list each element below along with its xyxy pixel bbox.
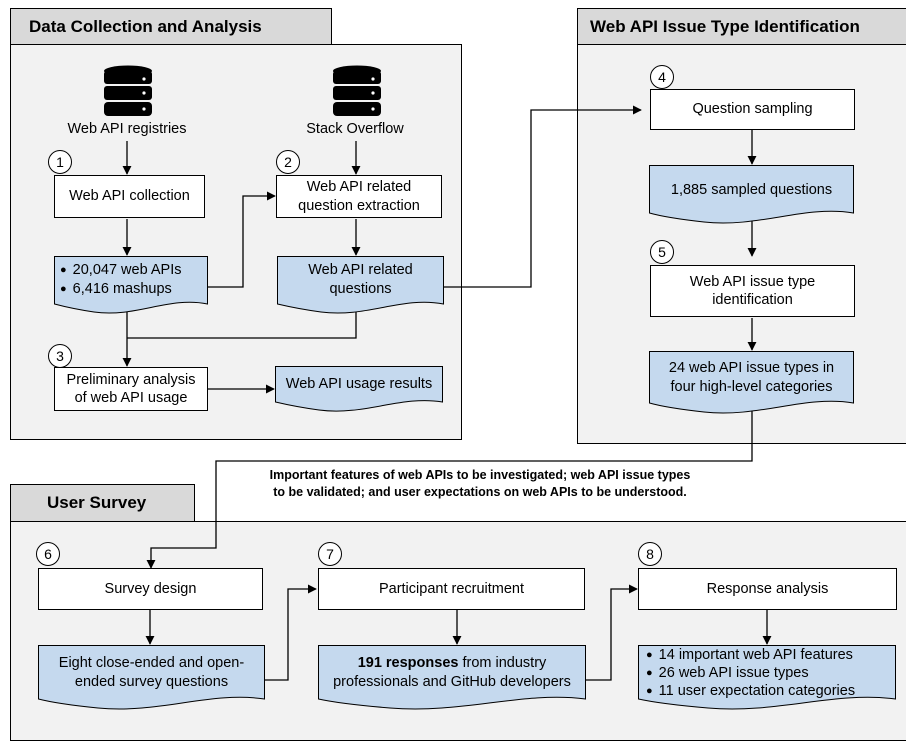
response-analysis-box: Response analysis xyxy=(638,568,897,610)
responses-line2: professionals and GitHub developers xyxy=(333,674,571,690)
related-questions-line1: Web API related xyxy=(308,262,413,279)
survey-design-label: Survey design xyxy=(104,580,197,597)
step-number-6: 6 xyxy=(36,542,60,566)
preliminary-analysis-box: Preliminary analysis of web API usage xyxy=(54,367,208,411)
survey-design-box: Survey design xyxy=(38,568,263,610)
data-collection-title: Data Collection and Analysis xyxy=(10,8,332,45)
survey-questions-line2: ended survey questions xyxy=(74,674,229,690)
issue-types-doc: 24 web API issue types in four high-level… xyxy=(649,351,854,415)
usage-results-doc: Web API usage results xyxy=(275,366,443,412)
issue-identification-line2: identification xyxy=(712,292,793,308)
issue-type-title: Web API Issue Type Identification xyxy=(577,8,906,45)
arrow-responses-to-analysis xyxy=(586,584,638,681)
preliminary-analysis-line1: Preliminary analysis xyxy=(66,371,196,388)
question-sampling-label: Question sampling xyxy=(692,101,813,118)
connector-note-line2: to be validated; and user expectations o… xyxy=(273,484,687,499)
issue-types-line1: 24 web API issue types in xyxy=(668,360,835,377)
expectation-categories-item: 11 user expectation categories xyxy=(646,682,855,700)
preliminary-analysis-line2: of web API usage xyxy=(74,390,188,406)
responses-count: 191 responses xyxy=(357,655,459,672)
apis-count-item: 20,047 web APIs xyxy=(60,261,182,280)
issue-identification-line1: Web API issue type xyxy=(689,273,816,290)
database-icon xyxy=(104,65,152,116)
response-analysis-label: Response analysis xyxy=(706,580,829,597)
question-extraction-line2: question extraction xyxy=(298,197,420,214)
step-number-1: 1 xyxy=(48,150,72,174)
connector-note-line1: Important features of web APIs to be inv… xyxy=(269,468,691,482)
question-sampling-box: Question sampling xyxy=(650,89,855,130)
survey-questions-line1: Eight close-ended and open- xyxy=(58,655,245,672)
stackoverflow-label: Stack Overflow xyxy=(306,121,404,137)
arrow-questions-to-sampling xyxy=(444,105,642,288)
important-features-item: 14 important web API features xyxy=(646,646,855,664)
arrow-apis-to-extraction xyxy=(208,191,276,288)
step-number-5: 5 xyxy=(650,240,674,264)
participant-recruitment-box: Participant recruitment xyxy=(318,568,585,610)
web-api-collection-label: Web API collection xyxy=(69,188,190,205)
step-number-2: 2 xyxy=(276,150,300,174)
related-questions-line2: questions xyxy=(329,281,392,297)
analysis-results-doc: 14 important web API features 26 web API… xyxy=(638,645,896,711)
database-icon xyxy=(333,65,381,116)
issue-types-item: 26 web API issue types xyxy=(646,664,855,682)
related-questions-doc: Web API related questions xyxy=(277,256,444,314)
mashups-count-item: 6,416 mashups xyxy=(60,280,181,299)
responses-line1-rest: from industry xyxy=(458,655,547,672)
issue-types-line2: four high-level categories xyxy=(670,379,833,395)
apis-output-doc: 20,047 web APIs 6,416 mashups xyxy=(54,256,208,314)
question-extraction-line1: Web API related xyxy=(306,179,412,196)
arrow-issuetypes-to-survey-design xyxy=(146,410,753,569)
registries-label: Web API registries xyxy=(67,121,187,137)
usage-results-label: Web API usage results xyxy=(285,375,433,392)
step-number-3: 3 xyxy=(48,344,72,368)
arrow-questions-to-recruitment xyxy=(265,584,317,681)
step-number-7: 7 xyxy=(318,542,342,566)
user-survey-title: User Survey xyxy=(10,484,195,522)
step-number-4: 4 xyxy=(650,65,674,89)
responses-doc: 191 responses from industry professionals… xyxy=(318,645,586,711)
step-number-8: 8 xyxy=(638,542,662,566)
connector-note: Important features of web APIs to be inv… xyxy=(200,467,760,501)
sampled-questions-doc: 1,885 sampled questions xyxy=(649,165,854,225)
sampled-questions-label: 1,885 sampled questions xyxy=(670,181,833,198)
web-api-collection-box: Web API collection xyxy=(54,175,205,218)
issue-identification-box: Web API issue type identification xyxy=(650,265,855,317)
line-questions-to-analysis xyxy=(127,303,357,339)
participant-recruitment-label: Participant recruitment xyxy=(378,580,525,597)
survey-questions-doc: Eight close-ended and open-ended survey … xyxy=(38,645,265,711)
